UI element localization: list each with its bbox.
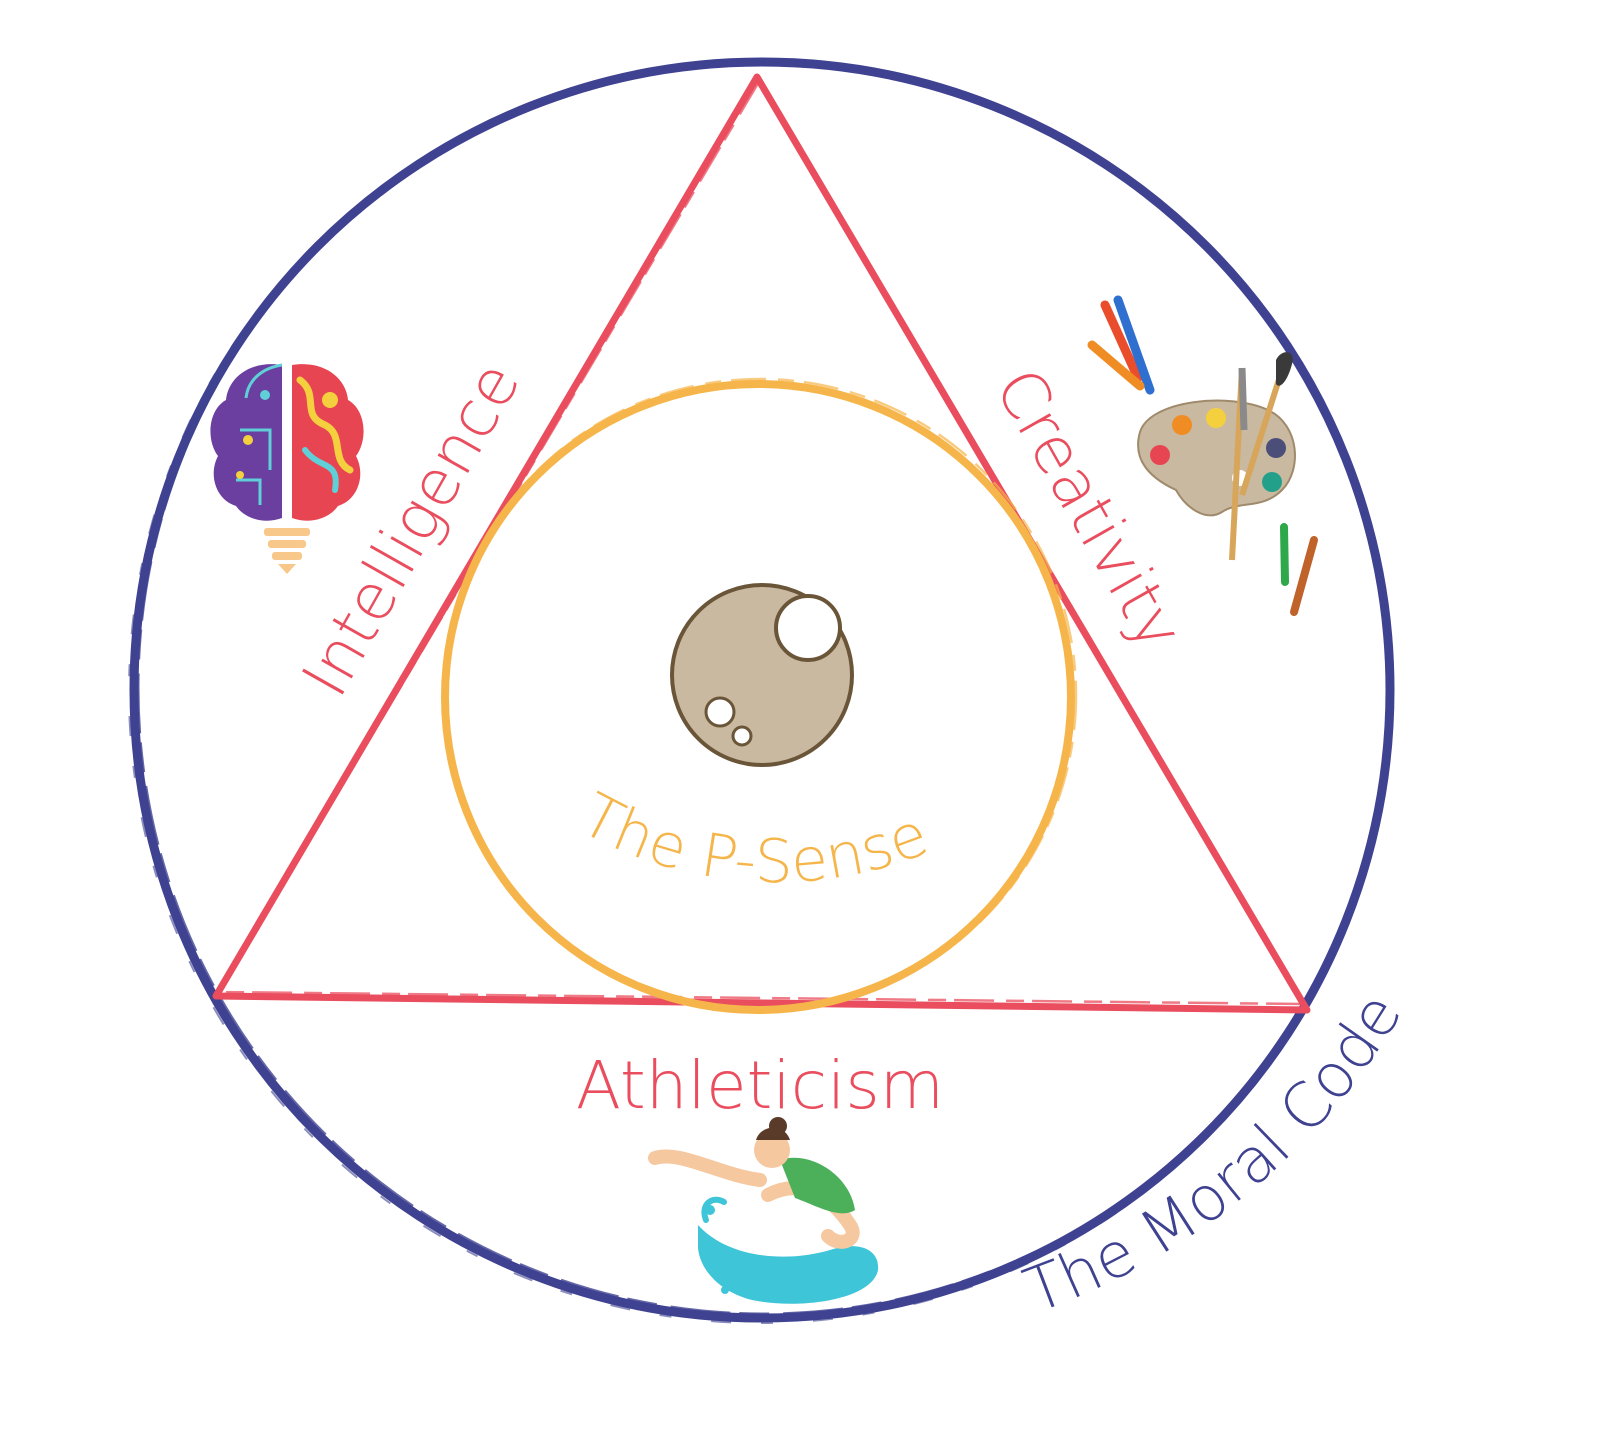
outer-ring [128,57,1395,1324]
svg-text:The Moral Code: The Moral Code [1015,980,1416,1327]
brain-lightbulb-icon [210,363,364,574]
moral-code-label: The Moral Code [1015,980,1416,1327]
athleticism-label: Athleticism [576,1047,944,1124]
paint-palette-icon [1087,295,1318,616]
diver-icon [648,1117,879,1304]
p-sense-label: The P-Sense [570,780,937,897]
svg-text:The P-Sense: The P-Sense [570,780,937,897]
orb-icon [670,583,854,767]
inner-ring [441,377,1078,1014]
